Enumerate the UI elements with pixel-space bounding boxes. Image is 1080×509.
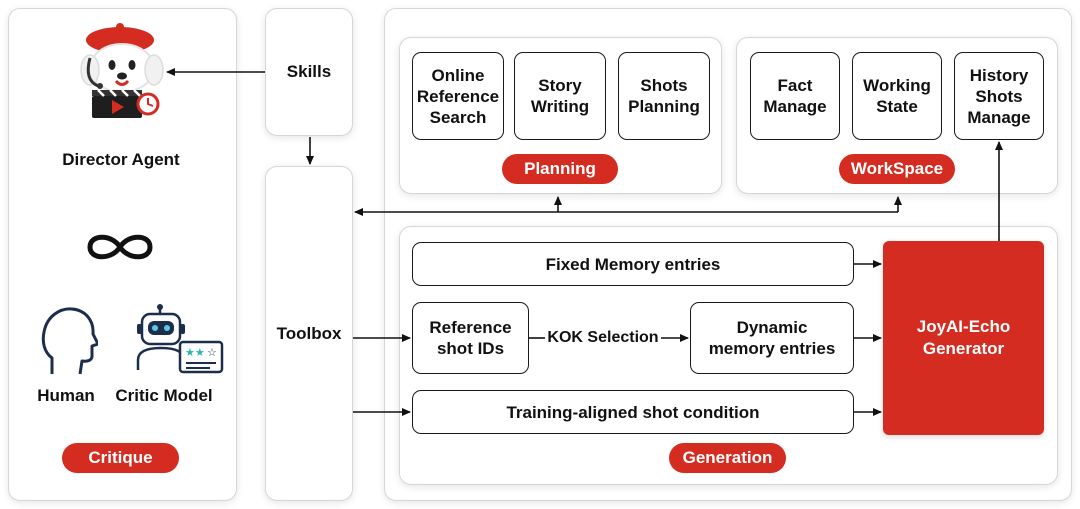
dynamic-memory-box: Dynamic memory entries [690, 302, 854, 374]
planning-pill: Planning [502, 154, 618, 184]
director-mascot-icon [76, 18, 168, 122]
working-state-box: Working State [852, 52, 942, 140]
svg-text:★★: ★★ [185, 346, 205, 359]
critique-pill: Critique [62, 443, 179, 473]
director-agent-label: Director Agent [62, 150, 180, 169]
generation-pill: Generation [669, 443, 786, 473]
online-reference-search-box: Online Reference Search [412, 52, 504, 140]
human-label: Human [37, 386, 95, 405]
critic-model-label: Critic Model [115, 386, 213, 405]
robot-critic-icon: ★★ ☆ [134, 304, 224, 376]
story-writing-box: Story Writing [514, 52, 606, 140]
history-shots-manage-box: History Shots Manage [954, 52, 1044, 140]
joyai-echo-generator: JoyAI-Echo Generator [883, 241, 1044, 435]
workspace-pill: WorkSpace [839, 154, 955, 184]
fact-manage-box: Fact Manage [750, 52, 840, 140]
kok-selection-label: KOK Selection [547, 329, 659, 346]
training-condition-box: Training-aligned shot condition [412, 390, 854, 434]
svg-text:☆: ☆ [207, 346, 217, 359]
human-head-icon [38, 304, 100, 376]
fixed-memory-box: Fixed Memory entries [412, 242, 854, 286]
toolbox-box: Toolbox [265, 166, 353, 501]
skills-box: Skills [265, 8, 353, 136]
infinity-icon [84, 228, 156, 266]
reference-shot-ids-box: Reference shot IDs [412, 302, 529, 374]
shots-planning-box: Shots Planning [618, 52, 710, 140]
